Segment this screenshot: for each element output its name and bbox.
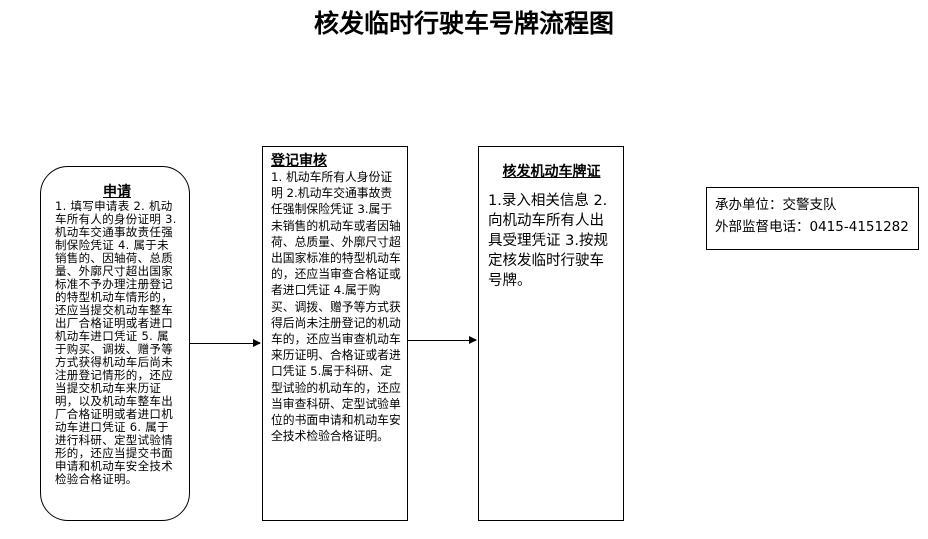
- arrow-1: [190, 339, 261, 347]
- step-apply-box: 申请 1. 填写申请表 2. 机动车所有人的身份证明 3. 机动车交通事故责任强…: [40, 166, 190, 521]
- step-issue-box: 核发机动车牌证 1.录入相关信息 2.向机动车所有人出具受理凭证 3.按规定核发…: [478, 146, 624, 521]
- step-text: 1. 机动车所有人身份证明 2.机动车交通事故责任强制保险凭证 3.属于未销售的…: [271, 170, 401, 444]
- step-heading: 申请: [103, 184, 131, 200]
- handling-unit: 承办单位：交警支队: [715, 197, 837, 213]
- supervision-phone: 外部监督电话：0415-4151282: [715, 219, 909, 235]
- arrow-2: [408, 336, 477, 344]
- step-text: 1. 填写申请表 2. 机动车所有人的身份证明 3. 机动车交通事故责任强制保险…: [55, 199, 177, 486]
- step-heading: 登记审核: [271, 153, 327, 169]
- step-text: 1.录入相关信息 2.向机动车所有人出具受理凭证 3.按规定核发临时行驶车号牌。: [488, 193, 608, 289]
- step-review-box: 登记审核 1. 机动车所有人身份证明 2.机动车交通事故责任强制保险凭证 3.属…: [262, 146, 408, 521]
- page-title: 核发临时行驶车号牌流程图: [313, 9, 614, 38]
- step-heading: 核发机动车牌证: [502, 164, 601, 180]
- info-box: 承办单位：交警支队 外部监督电话：0415-4151282: [706, 187, 919, 250]
